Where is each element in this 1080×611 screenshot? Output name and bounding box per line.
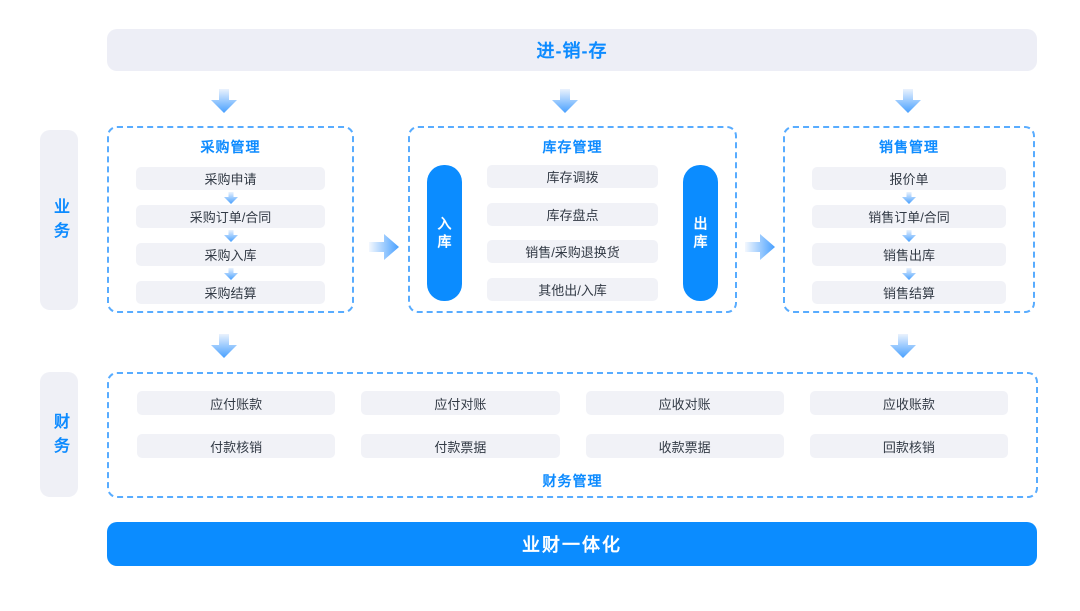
purchase-box: 采购管理 采购申请 采购订单/合同 采购入库 采购结算 (107, 126, 354, 313)
finance-grid: 应付账款 应付对账 应收对账 应收账款 付款核销 付款票据 收款票据 回款核销 (109, 374, 1036, 458)
purchase-item: 采购入库 (136, 243, 325, 266)
purchase-title: 采购管理 (200, 139, 261, 155)
inventory-item: 库存调拨 (487, 165, 658, 188)
flow-separator (812, 228, 1006, 243)
sales-item: 销售结算 (812, 281, 1006, 304)
finance-item: 应收账款 (809, 391, 1008, 415)
inventory-item: 库存盘点 (487, 202, 658, 226)
sidebar-pill-business: 业务 (40, 130, 78, 310)
finance-title: 财务管理 (542, 473, 603, 489)
bottom-banner-label: 业财一体化 (522, 535, 622, 555)
arrow-right-icon (369, 234, 399, 260)
arrow-down-icon (211, 89, 237, 113)
finance-item: 应付对账 (361, 391, 560, 415)
arrow-down-small-icon (902, 229, 916, 242)
sales-item: 销售订单/合同 (812, 205, 1006, 228)
finance-box: 应付账款 应付对账 应收对账 应收账款 付款核销 付款票据 收款票据 回款核销 … (107, 372, 1038, 498)
sales-title: 销售管理 (879, 139, 939, 155)
finance-item: 付款核销 (137, 434, 336, 458)
arrow-down-small-icon (223, 191, 238, 204)
arrow-down-icon (890, 334, 916, 358)
purchase-item: 采购订单/合同 (136, 205, 325, 228)
inventory-title: 库存管理 (542, 139, 603, 155)
inventory-items: 库存调拨 库存盘点 销售/采购退换货 其他出/入库 (487, 165, 658, 301)
sidebar-pill-finance: 财务 (40, 372, 78, 497)
top-banner: 进-销-存 (107, 29, 1037, 71)
inventory-content: 入库 库存调拨 库存盘点 销售/采购退换货 其他出/入库 出库 (410, 165, 735, 301)
outbound-label: 出库 (692, 216, 709, 252)
sales-flow: 报价单 销售订单/合同 销售出库 销售结算 (785, 157, 1033, 304)
finance-item: 回款核销 (809, 434, 1008, 458)
flow-separator (812, 190, 1006, 205)
sales-box: 销售管理 报价单 销售订单/合同 销售出库 销售结算 (783, 126, 1035, 313)
flow-separator (136, 266, 325, 281)
outbound-pill: 出库 (683, 165, 718, 301)
flow-separator (136, 228, 325, 243)
flow-separator (136, 190, 325, 205)
inventory-item: 其他出/入库 (487, 277, 658, 301)
inventory-box: 库存管理 入库 库存调拨 库存盘点 销售/采购退换货 其他出/入库 出库 (408, 126, 737, 313)
arrow-down-small-icon (902, 267, 916, 280)
finance-item: 付款票据 (361, 434, 560, 458)
finance-item: 收款票据 (585, 434, 784, 458)
arrow-down-small-icon (902, 191, 916, 204)
arrow-right-icon (745, 234, 775, 260)
sidebar-finance-label: 财务 (51, 412, 68, 461)
top-banner-label: 进-销-存 (536, 41, 608, 61)
inventory-item: 销售/采购退换货 (487, 240, 658, 264)
arrow-down-icon (211, 334, 237, 358)
inbound-label: 入库 (436, 216, 453, 252)
arrow-down-small-icon (223, 267, 238, 280)
finance-item: 应收对账 (585, 391, 784, 415)
sidebar-business-label: 业务 (51, 198, 68, 246)
sales-item: 报价单 (812, 167, 1006, 190)
finance-item: 应付账款 (137, 391, 336, 415)
inbound-pill: 入库 (427, 165, 462, 301)
purchase-item: 采购结算 (136, 281, 325, 304)
purchase-item: 采购申请 (136, 167, 325, 190)
arrow-down-small-icon (223, 229, 238, 242)
arrow-down-icon (552, 89, 578, 113)
purchase-flow: 采购申请 采购订单/合同 采购入库 采购结算 (109, 157, 352, 304)
bottom-banner: 业财一体化 (107, 522, 1037, 566)
flow-separator (812, 266, 1006, 281)
arrow-down-icon (895, 89, 921, 113)
sales-item: 销售出库 (812, 243, 1006, 266)
